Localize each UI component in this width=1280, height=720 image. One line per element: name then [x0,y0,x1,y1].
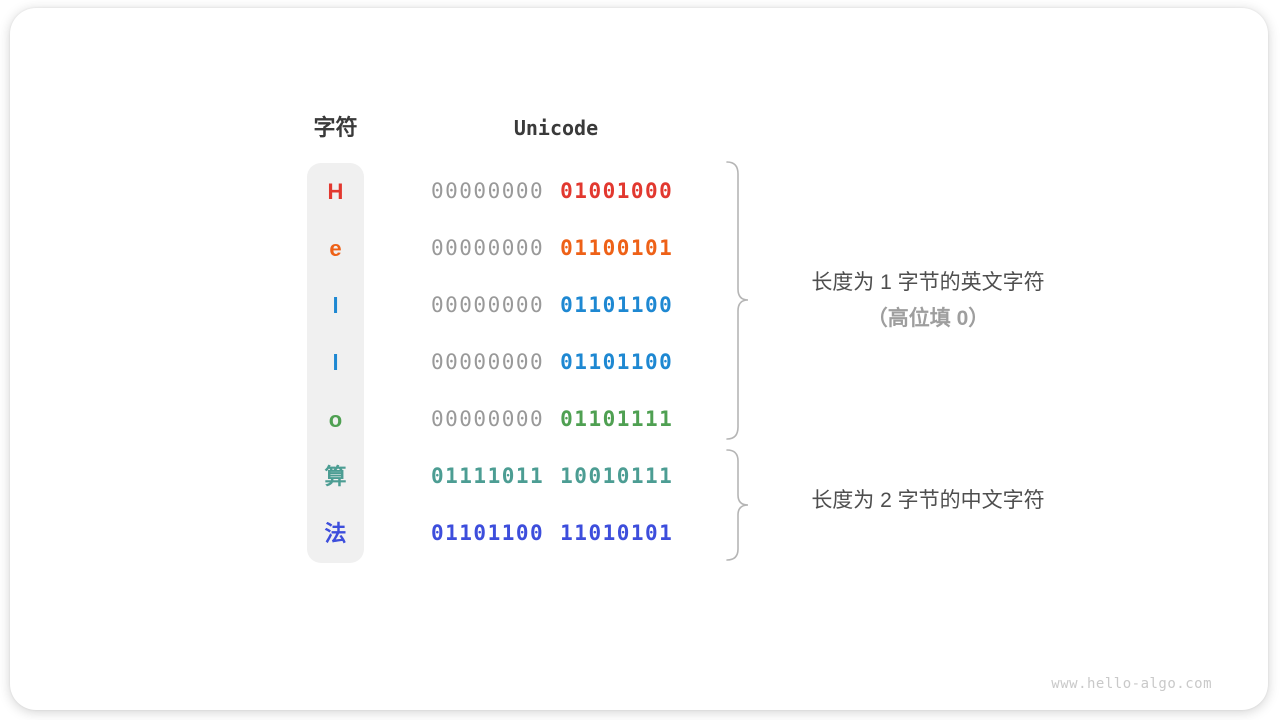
table-row: e 00000000 01100101 [0,220,1280,277]
byte-low: 10010111 [560,464,674,488]
annotation-line-muted: （高位填 0） [866,307,990,330]
unicode-bytes: 01101100 11010101 [431,505,673,562]
unicode-bytes: 00000000 01101100 [431,277,673,334]
byte-low: 01101100 [560,350,674,374]
table-row: 法 01101100 11010101 [0,505,1280,562]
diagram-card [10,8,1268,710]
unicode-bytes: 00000000 01001000 [431,163,673,220]
unicode-bytes: 01111011 10010111 [431,448,673,505]
annotation-line: 长度为 2 字节的中文字符 [811,489,1045,512]
annotation-chinese-chars: 长度为 2 字节的中文字符 [762,486,1094,516]
char-cell: 法 [324,521,347,546]
byte-high: 01101100 [431,521,545,545]
table-row: l 00000000 01101100 [0,334,1280,391]
byte-low: 01100101 [560,236,674,260]
table-row: 算 01111011 10010111 [0,448,1280,505]
byte-high: 00000000 [431,407,545,431]
byte-high: 00000000 [431,350,545,374]
unicode-bytes: 00000000 01101111 [431,391,673,448]
annotation-line: 长度为 1 字节的英文字符 [811,271,1045,294]
char-cell: H [327,179,344,204]
char-cell: l [332,350,339,375]
table-row: H 00000000 01001000 [0,163,1280,220]
column-header-unicode: Unicode [513,116,599,140]
byte-high: 01111011 [431,464,545,488]
char-cell: o [328,407,343,432]
char-cell: l [332,293,339,318]
table-row: l 00000000 01101100 [0,277,1280,334]
byte-low: 01101111 [560,407,674,431]
unicode-bytes: 00000000 01101100 [431,334,673,391]
website-watermark: www.hello-algo.com [1051,676,1212,692]
char-column-background [307,163,364,563]
byte-low: 11010101 [560,521,674,545]
char-cell: e [329,236,342,261]
annotation-english-chars: 长度为 1 字节的英文字符 （高位填 0） [762,268,1094,334]
column-header-char: 字符 [313,115,358,140]
table-row: o 00000000 01101111 [0,391,1280,448]
byte-high: 00000000 [431,179,545,203]
byte-high: 00000000 [431,293,545,317]
byte-low: 01101100 [560,293,674,317]
byte-high: 00000000 [431,236,545,260]
char-cell: 算 [324,464,347,489]
byte-low: 01001000 [560,179,674,203]
unicode-bytes: 00000000 01100101 [431,220,673,277]
